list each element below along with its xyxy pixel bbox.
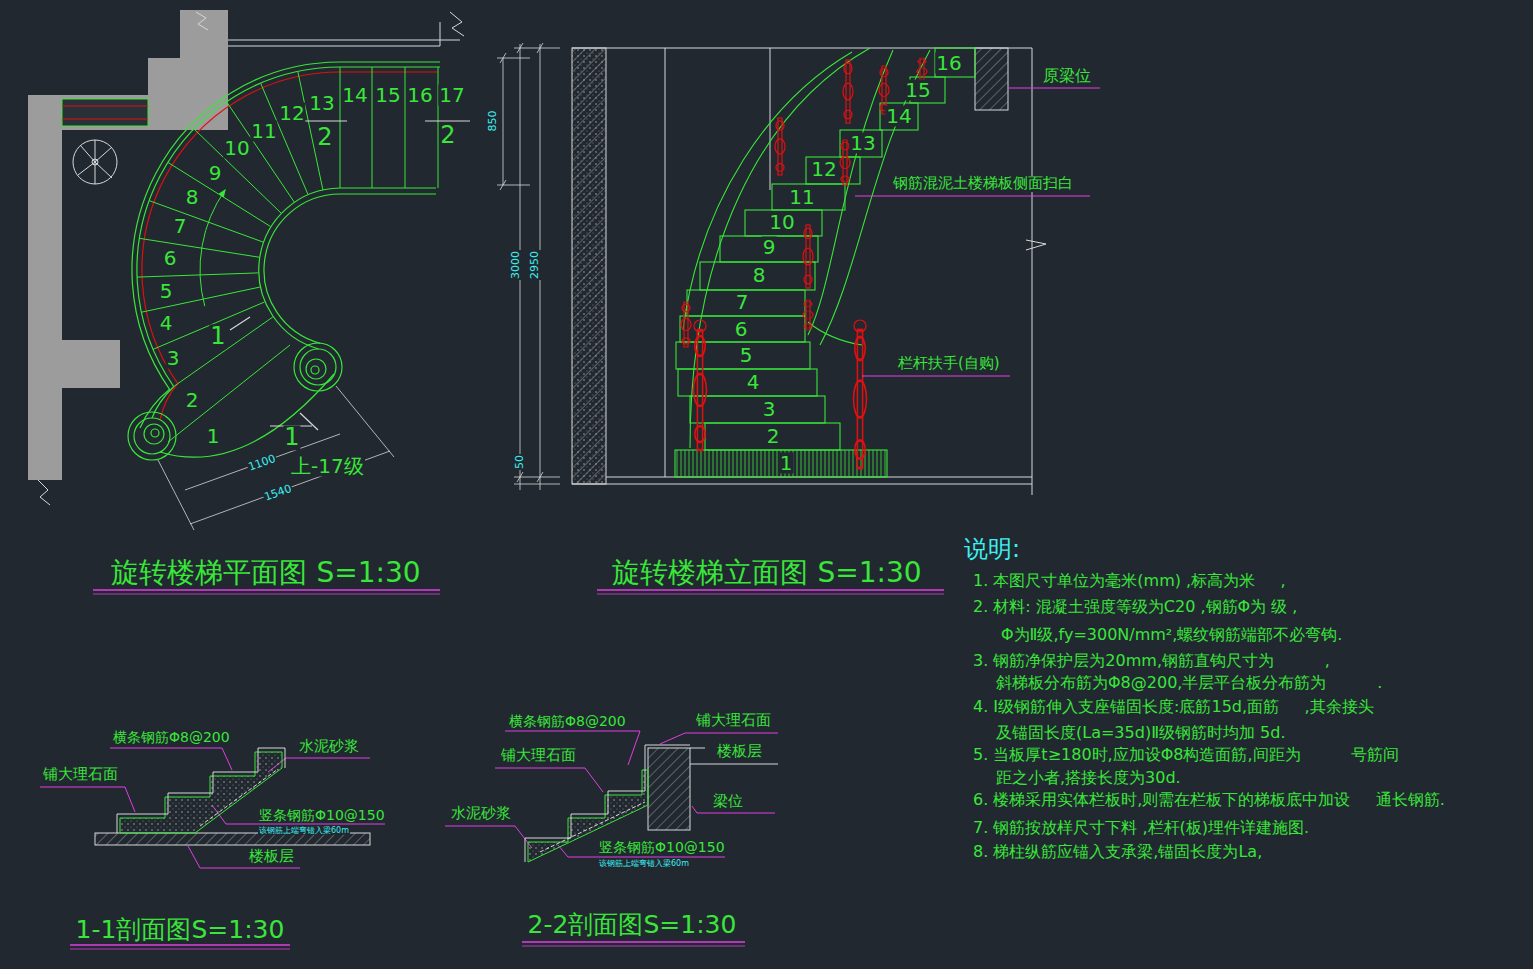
step-number: 9 xyxy=(762,237,777,258)
notes-heading: 说明: xyxy=(963,537,1021,562)
note-line: 1. 本图尺寸单位为毫米(mm) ,标高为米 , xyxy=(972,573,1287,590)
step-number: 1 xyxy=(779,453,794,474)
callout-label: 水泥砂浆 xyxy=(298,739,360,755)
dimension: 1540 xyxy=(262,482,294,503)
callout-label: 钢筋混泥土楼梯板侧面扫白 xyxy=(892,176,1074,192)
callout-label: 楼板层 xyxy=(248,849,295,865)
drawing-title: 1-1剖面图S=1:30 xyxy=(75,917,286,943)
plan-walls xyxy=(28,10,464,505)
section-mark: 2 xyxy=(316,125,333,150)
note-line: 及锚固长度(La=35d)Ⅱ级钢筋时均加 5d. xyxy=(995,725,1287,742)
elevation-frame xyxy=(572,48,1046,495)
step-number: 2 xyxy=(185,390,200,411)
drawing-title: 旋转楼梯平面图 S=1:30 xyxy=(110,558,421,587)
step-number: 7 xyxy=(173,216,188,237)
drawing-title: 2-2剖面图S=1:30 xyxy=(527,912,738,938)
step-number: 3 xyxy=(166,348,181,369)
callout-label: 铺大理石面 xyxy=(695,713,772,729)
callout-label: 栏杆扶手(自购) xyxy=(897,356,1001,372)
step-number: 14 xyxy=(341,85,368,106)
step-number: 5 xyxy=(159,281,174,302)
callout-label: 竖条钢筋Φ10@150 xyxy=(258,808,386,823)
dimension: 850 xyxy=(487,110,499,133)
callout-label: 楼板层 xyxy=(716,744,763,760)
callout-label: 铺大理石面 xyxy=(500,748,577,764)
plan-dimensions xyxy=(158,386,394,530)
step-number: 8 xyxy=(752,265,767,286)
elevation-dimensions xyxy=(497,43,560,490)
step-number: 9 xyxy=(208,163,223,184)
section-mark: 2 xyxy=(439,123,456,148)
step-number: 17 xyxy=(438,85,465,106)
step-number: 5 xyxy=(739,345,754,366)
callout-label: 原梁位 xyxy=(1042,68,1092,85)
step-number: 13 xyxy=(849,133,876,154)
callout-label: 横条钢筋Φ8@200 xyxy=(112,730,231,745)
step-number: 8 xyxy=(185,187,200,208)
callout-label: 水泥砂浆 xyxy=(450,806,512,822)
leader-lines xyxy=(40,88,1100,868)
note-line: 斜梯板分布筋为Φ8@200,半层平台板分布筋为 . xyxy=(995,675,1383,692)
callout-note: 该钢筋上端弯错入梁60m xyxy=(598,860,690,868)
dimension: 3000 xyxy=(510,250,522,280)
note-line: 2. 材料: 混凝土强度等级为C20 ,钢筋Φ为 级 , xyxy=(972,599,1298,616)
step-number: 16 xyxy=(935,53,962,74)
drawing-title: 旋转楼梯立面图 S=1:30 xyxy=(611,558,922,587)
step-number: 4 xyxy=(159,313,174,334)
note-line: 3. 钢筋净保护层为20mm,钢筋直钩尺寸为 , xyxy=(972,653,1331,670)
step-number: 16 xyxy=(406,85,433,106)
step-number: 13 xyxy=(308,93,335,114)
tree-symbol xyxy=(73,140,117,184)
balusters xyxy=(681,58,927,468)
step-number: 15 xyxy=(904,80,931,101)
callout-label: 铺大理石面 xyxy=(42,767,119,783)
note-line: 距之小者,搭接长度为30d. xyxy=(995,770,1182,787)
note-line: 6. 楼梯采用实体栏板时,则需在栏板下的梯板底中加设 通长钢筋. xyxy=(972,792,1446,809)
note-line: 4. Ⅰ级钢筋伸入支座锚固长度:底筋15d,面筋 ,其余接头 xyxy=(972,699,1375,716)
section-mark: 1 xyxy=(283,425,300,450)
elevation-steps xyxy=(675,48,975,477)
step-number: 3 xyxy=(762,399,777,420)
note-line: Φ为Ⅱ级,fy=300N/mm²,螺纹钢筋端部不必弯钩. xyxy=(1000,627,1343,644)
dimension: 50 xyxy=(514,454,526,470)
section-mark: 1 xyxy=(209,324,226,349)
step-number: 10 xyxy=(768,212,795,233)
callout-label: 竖条钢筋Φ10@150 xyxy=(598,840,726,855)
section-1-1 xyxy=(95,748,370,845)
title-underline xyxy=(70,590,944,949)
step-number: 6 xyxy=(163,248,178,269)
spiral-stair-plan xyxy=(128,62,470,460)
callout-note: 该钢筋上端弯错入梁60m xyxy=(258,827,350,835)
step-number: 4 xyxy=(746,372,761,393)
dimension: 2950 xyxy=(529,250,541,280)
note-line: 7. 钢筋按放样尺寸下料 ,栏杆(板)埋件详建施图. xyxy=(972,820,1310,837)
step-number: 7 xyxy=(735,292,750,313)
dimension: 1100 xyxy=(246,452,278,473)
step-number: 2 xyxy=(766,426,781,447)
note-line: 5. 当板厚t≥180时,应加设Φ8构造面筋,间距为 号筋间 xyxy=(972,747,1400,764)
step-number: 10 xyxy=(223,138,250,159)
step-number: 12 xyxy=(278,103,305,124)
step-number: 15 xyxy=(374,85,401,106)
callout-label: 梁位 xyxy=(712,794,744,810)
step-number: 1 xyxy=(206,426,221,447)
step-number: 14 xyxy=(885,106,912,127)
callout-label: 横条钢筋Φ8@200 xyxy=(508,714,627,729)
note-line: 8. 梯柱纵筋应锚入支承梁,锚固长度为La, xyxy=(972,844,1263,861)
step-number: 11 xyxy=(250,121,277,142)
step-number: 12 xyxy=(810,159,837,180)
direction-label: 上-17级 xyxy=(290,456,365,477)
step-number: 6 xyxy=(734,319,749,340)
step-number: 11 xyxy=(788,187,815,208)
